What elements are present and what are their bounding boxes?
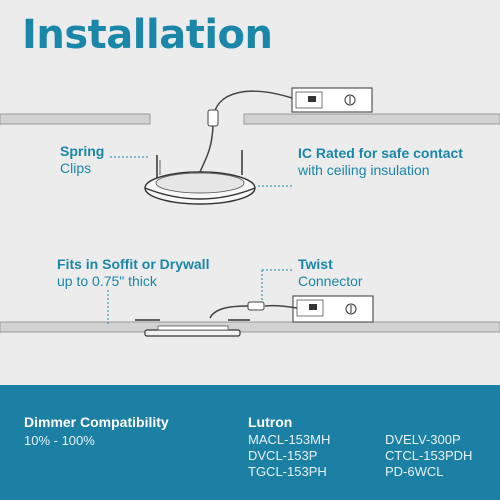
light-fixture-top [144, 150, 256, 205]
installation-diagram [0, 87, 500, 337]
model-item: CTCL-153PDH [385, 448, 473, 463]
junction-box-top [291, 87, 373, 113]
callout-spring-normal: Clips [60, 160, 92, 176]
callout-spring-clips: Spring Clips [60, 143, 104, 177]
callout-ic-rated: IC Rated for safe contact with ceiling i… [298, 145, 463, 179]
junction-box-bottom [292, 295, 374, 323]
callout-soffit: Fits in Soffit or Drywall up to 0.75" th… [57, 256, 209, 290]
brand-label: Lutron [248, 414, 293, 430]
callout-spring-bold: Spring [60, 143, 105, 159]
light-fixture-bottom [135, 319, 250, 337]
callout-soffit-normal: up to 0.75" thick [57, 273, 157, 289]
page-title: Installation [22, 12, 273, 58]
model-item: MACL-153MH [248, 432, 331, 447]
dimmer-compatibility-footer: Dimmer Compatibility 10% - 100% Lutron M… [0, 385, 500, 500]
ceiling-board-top [0, 113, 500, 125]
models-right-list: DVELV-300P CTCL-153PDH PD-6WCL [385, 432, 472, 480]
wire-top [199, 90, 293, 173]
callout-soffit-bold: Fits in Soffit or Drywall [57, 256, 210, 272]
callout-ic-normal: with ceiling insulation [298, 162, 430, 178]
dimmer-range: 10% - 100% [24, 433, 95, 448]
wire-bottom [209, 301, 298, 319]
models-left-list: MACL-153MH DVCL-153P TGCL-153PH [248, 432, 330, 480]
model-item: TGCL-153PH [248, 464, 327, 479]
dimmer-label: Dimmer Compatibility [24, 414, 169, 430]
model-item: PD-6WCL [385, 464, 444, 479]
ceiling-board-bottom [0, 321, 500, 333]
model-item: DVCL-153P [248, 448, 318, 463]
callout-twist-connector: Twist Connector [298, 256, 363, 290]
callout-ic-bold: IC Rated for safe contact [298, 145, 463, 161]
callout-twist-normal: Connector [298, 273, 363, 289]
model-item: DVELV-300P [385, 432, 461, 447]
callout-twist-bold: Twist [298, 256, 333, 272]
